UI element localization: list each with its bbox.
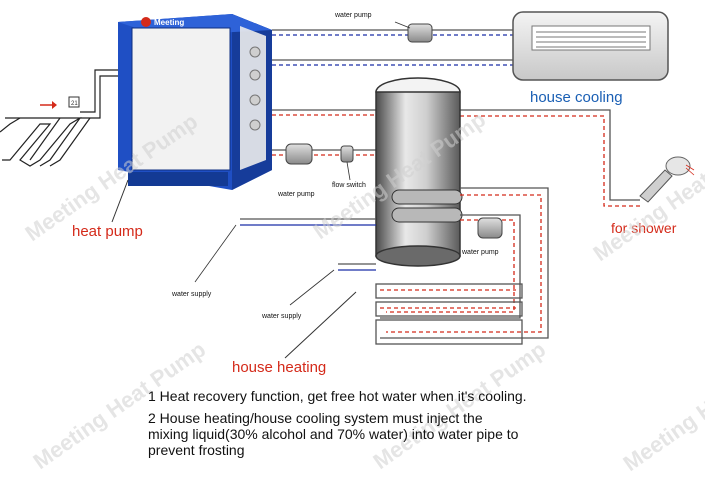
brand-label: Meeting: [154, 18, 184, 27]
water-pump-right-icon: [477, 217, 503, 239]
water-supply-pipes: [240, 218, 376, 271]
note-2-line-b: mixing liquid(30% alcohol and 70% water)…: [148, 426, 519, 442]
note-2-line-a: 2 House heating/house cooling system mus…: [148, 410, 483, 426]
note-2-line-c: prevent frosting: [148, 442, 245, 458]
water-pump-top-label: water pump: [334, 12, 372, 19]
flow-switch-label: flow switch: [332, 182, 366, 189]
thermostat-icon: [68, 96, 80, 108]
heat-pump-label: heat pump: [72, 223, 143, 240]
heat-pump-pointer: [111, 179, 129, 223]
heat-pump-unit: [118, 14, 272, 190]
heating-pipes: [375, 187, 549, 345]
water-pump-right-label: water pump: [461, 249, 499, 256]
water-supply-2-pointer: [289, 269, 335, 306]
house-heating-label: house heating: [232, 359, 326, 376]
water-pump-left-icon: [285, 143, 313, 165]
water-pump-left-label: water pump: [277, 191, 315, 198]
water-supply-2-label: water supply: [261, 313, 302, 320]
shower-head-icon: [639, 156, 695, 203]
house-cooling-label: house cooling: [530, 89, 623, 106]
water-supply-1-label: water supply: [171, 291, 212, 298]
brand-logo-icon: [141, 17, 151, 27]
flow-switch-icon: [340, 145, 354, 163]
note-2: 2 House heating/house cooling system mus…: [148, 410, 688, 458]
water-supply-1-pointer: [194, 224, 237, 283]
cooling-pipes: [272, 29, 513, 66]
water-tank: [375, 77, 463, 267]
note-1: 1 Heat recovery function, get free hot w…: [148, 388, 527, 404]
floor-heating-coil: [0, 69, 118, 167]
water-pump-top-icon: [407, 23, 433, 43]
flow-arrow-head-icon: [52, 101, 57, 109]
for-shower-label: for shower: [611, 220, 677, 236]
svg-text:21: 21: [71, 101, 78, 107]
house-cooling-unit: [512, 11, 669, 81]
notes-block: 1 Heat recovery function, get free hot w…: [148, 388, 688, 458]
house-heating-pointer: [284, 291, 357, 359]
shower-pipes: [460, 109, 640, 207]
